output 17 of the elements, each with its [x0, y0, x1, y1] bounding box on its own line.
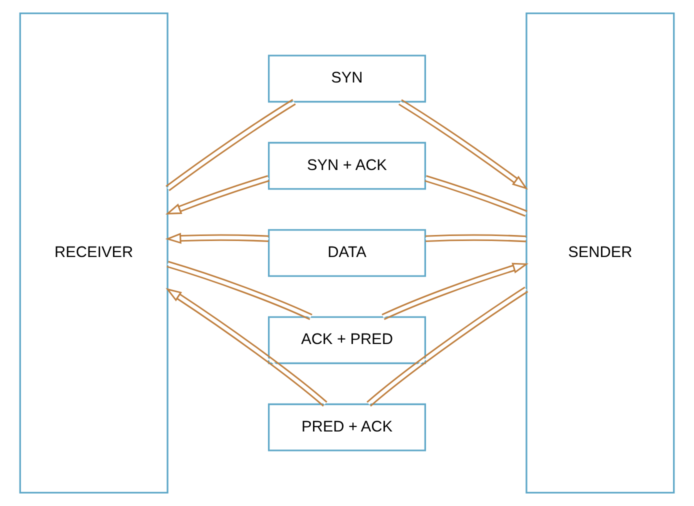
node-box: RECEIVER [19, 12, 168, 494]
connector [166, 99, 296, 192]
node-box: SYN + ACK [268, 142, 426, 190]
connector [425, 234, 526, 242]
connector [366, 286, 528, 407]
arrow [166, 288, 328, 407]
node-box: ACK + PRED [268, 316, 426, 364]
arrow [382, 262, 528, 320]
node-box: PRED + ACK [268, 403, 426, 452]
connector [424, 175, 528, 217]
arrow [165, 175, 270, 215]
node-box: SYN [268, 54, 426, 103]
node-box: DATA [268, 229, 426, 277]
node-box: SENDER [526, 12, 675, 494]
connector [166, 260, 312, 320]
arrow [398, 99, 528, 190]
arrow [165, 232, 269, 244]
